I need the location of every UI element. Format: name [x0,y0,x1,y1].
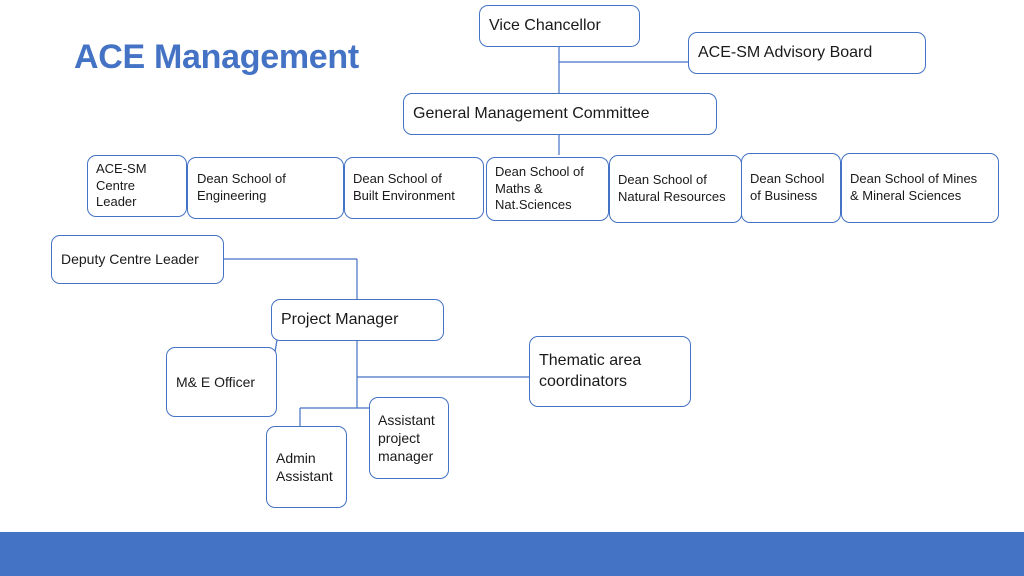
dean-business-box: Dean School of Business [741,153,841,223]
dean-maths-box: Dean School of Maths & Nat.Sciences [486,157,609,221]
footer-bar [0,532,1024,576]
admin-assistant-box: Admin Assistant [266,426,347,508]
dean-mines-box: Dean School of Mines & Mineral Sciences [841,153,999,223]
dean-built-environment-box: Dean School of Built Environment [344,157,484,219]
assistant-project-manager-box: Assistant project manager [369,397,449,479]
page-title: ACE Management [74,38,359,76]
thematic-coordinators-box: Thematic area coordinators [529,336,691,407]
advisory-board-box: ACE-SM Advisory Board [688,32,926,74]
general-management-committee-box: General Management Committee [403,93,717,135]
deputy-centre-leader-box: Deputy Centre Leader [51,235,224,284]
me-officer-box: M& E Officer [166,347,277,417]
centre-leader-box: ACE-SM Centre Leader [87,155,187,217]
dean-engineering-box: Dean School of Engineering [187,157,344,219]
project-manager-box: Project Manager [271,299,444,341]
dean-natural-resources-box: Dean School of Natural Resources [609,155,742,223]
vice-chancellor-box: Vice Chancellor [479,5,640,47]
